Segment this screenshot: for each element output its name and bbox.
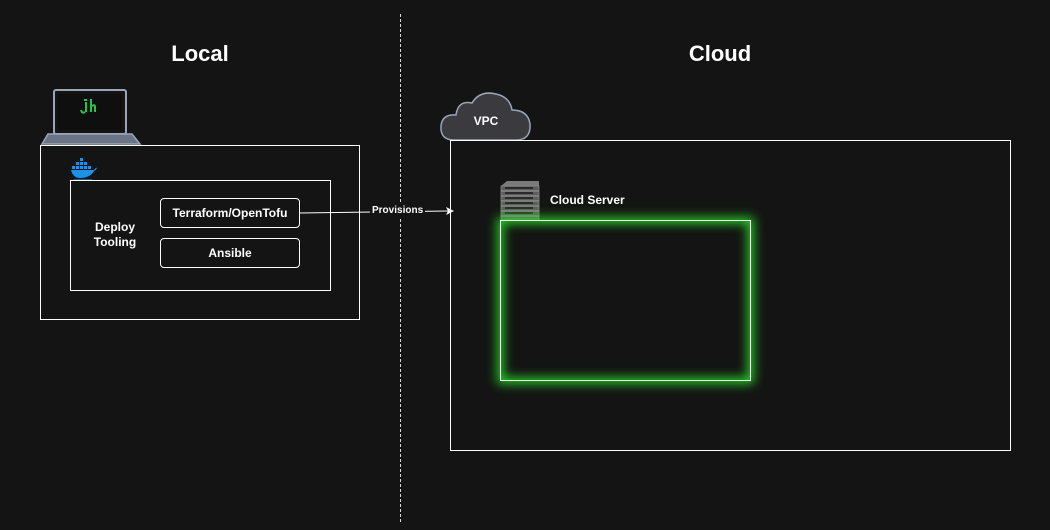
section-divider xyxy=(400,14,401,522)
cloud-icon xyxy=(440,92,531,141)
vpc-label: VPC xyxy=(473,114,499,128)
cloud-title: Cloud xyxy=(688,41,752,66)
provisions-label: Provisions xyxy=(370,204,426,218)
cloud-server-label: Cloud Server xyxy=(550,193,625,207)
docker-icon xyxy=(71,158,97,181)
vpc-frame xyxy=(450,140,1011,451)
local-title: Local xyxy=(171,41,229,66)
deploy-tooling-label: Deploy Tooling xyxy=(93,220,137,249)
laptop-icon xyxy=(40,89,142,145)
local-machine-frame xyxy=(40,145,360,320)
terraform-opentofu-box: Terraform/OpenTofu xyxy=(160,198,300,228)
ansible-box: Ansible xyxy=(160,238,300,268)
server-rack-icon xyxy=(500,181,540,220)
docker-container-frame xyxy=(70,180,331,291)
cloud-server-frame xyxy=(500,220,751,381)
jupyter-logo-icon xyxy=(80,99,96,114)
